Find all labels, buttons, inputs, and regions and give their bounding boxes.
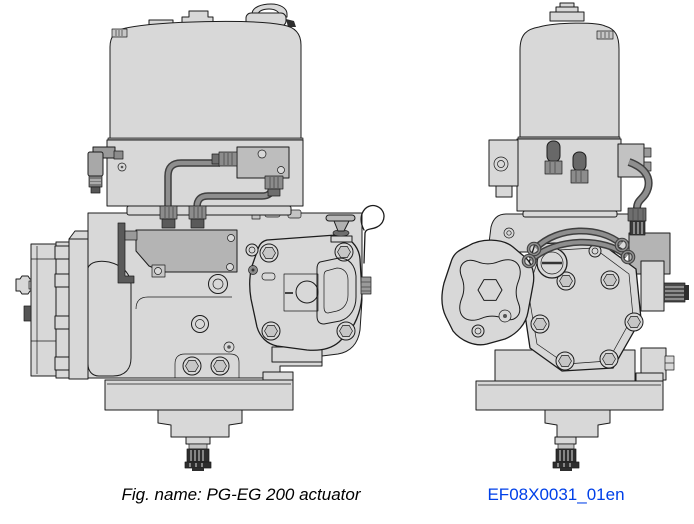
solenoid-plugs (544, 140, 589, 184)
auxiliary-pump (15, 230, 89, 380)
mounting-flange-front (475, 372, 664, 411)
filter-plug (536, 247, 568, 279)
charge-hoses (521, 227, 636, 269)
actuator-front (488, 2, 653, 236)
bolt (208, 274, 228, 294)
front-view (441, 2, 689, 471)
pipe-fittings (159, 151, 284, 229)
actuator-side (87, 3, 304, 229)
shaft-housing-side (157, 409, 243, 438)
shaft-housing-front (544, 409, 611, 438)
figure-caption: Fig. name: PG-EG 200 actuator (121, 485, 361, 504)
output-shaft (640, 260, 689, 312)
pump-body-front (441, 213, 689, 471)
pump-casting-boss (87, 260, 132, 377)
bypass-valve-handle (325, 214, 356, 243)
mounting-bracket (117, 222, 138, 284)
splined-shaft-front (552, 436, 580, 471)
side-view (15, 3, 385, 471)
pump-end-cover-side (245, 234, 372, 351)
actuator-lower-housing-front (516, 138, 622, 212)
hex-bolt (182, 356, 202, 376)
charge-pump-plate (135, 229, 238, 278)
lockwire (360, 204, 385, 264)
pump-body-side (15, 204, 385, 471)
external-pipe (627, 158, 653, 236)
side-bracket (488, 139, 519, 198)
actuator-upper-housing-front (519, 22, 620, 138)
actuator-upper-housing (109, 20, 302, 141)
hex-nut (477, 279, 503, 301)
splined-shaft-side (184, 436, 212, 471)
control-valve-block (236, 146, 290, 179)
elbow-fitting (87, 146, 124, 194)
hex-bolt (210, 356, 230, 376)
nameplate (111, 28, 128, 38)
top-knob (549, 2, 585, 22)
bolt (191, 315, 209, 333)
mounting-flange-side (104, 371, 294, 411)
figure-code: EF08X0031_01en (487, 485, 625, 504)
auxiliary-pump-front (441, 227, 535, 346)
